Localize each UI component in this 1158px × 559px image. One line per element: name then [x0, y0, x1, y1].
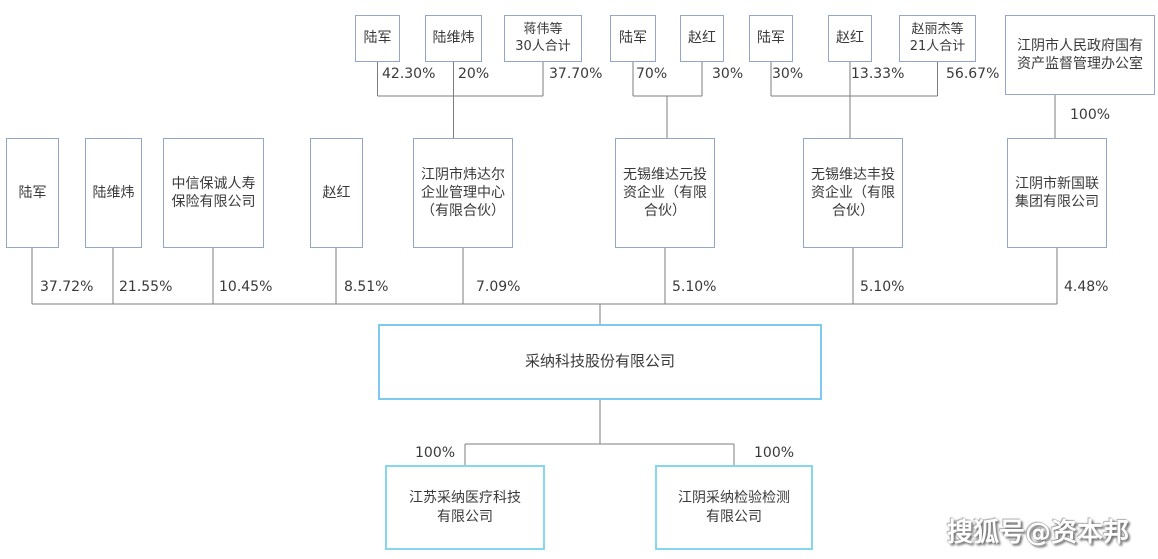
pct-r2-2: 21.55% — [119, 279, 173, 295]
pct-r2-3: 10.45% — [219, 279, 273, 295]
shareholder-label: 江阴市炜达尔 企业管理中心 （有限合伙） — [421, 166, 505, 220]
pct-r2-8: 4.48% — [1064, 279, 1109, 295]
shareholder-box-citic-prudential: 中信保诚人寿 保险有限公司 — [163, 138, 264, 248]
shareholder-box-lujun: 陆军 — [6, 138, 59, 248]
shareholder-box-zhaohong: 赵红 — [310, 138, 363, 248]
owner-label: 赵红 — [688, 30, 716, 47]
pct-r2-5: 7.09% — [476, 279, 521, 295]
owner-box-zhaolijie-group: 赵丽杰等 21人合计 — [899, 15, 976, 62]
shareholder-label: 中信保诚人寿 保险有限公司 — [171, 175, 256, 210]
pct-r2-4: 8.51% — [344, 279, 389, 295]
shareholder-box-xinguolian: 江阴市新国联 集团有限公司 — [1007, 138, 1107, 248]
shareholder-label: 陆维炜 — [92, 184, 135, 201]
pct-sub-1: 100% — [415, 445, 456, 461]
pct-r1-7: 13.33% — [851, 66, 905, 82]
pct-r1-1: 42.30% — [382, 66, 436, 82]
pct-r1-3: 37.70% — [549, 66, 603, 82]
pct-r1-4: 70% — [636, 66, 668, 82]
shareholder-label: 江阴市新国联 集团有限公司 — [1015, 175, 1099, 210]
pct-r2-7: 5.10% — [860, 279, 905, 295]
subsidiary-label: 江苏采纳医疗科技 有限公司 — [409, 490, 521, 525]
owner-box-jiangwei-group: 蒋伟等 30人合计 — [504, 15, 582, 62]
pct-r1-2: 20% — [458, 66, 490, 82]
shareholder-label: 无锡维达丰投 资企业（有限 合伙） — [811, 166, 895, 220]
shareholder-box-weidayuan: 无锡维达元投 资企业（有限 合伙） — [615, 138, 715, 248]
owner-label: 江阴市人民政府国有 资产监督管理办公室 — [1017, 37, 1143, 72]
watermark-sohu-capitalbang: 搜狐号@资本邦 — [947, 518, 1130, 548]
shareholder-label: 陆军 — [18, 184, 47, 201]
pct-r1-6: 30% — [772, 66, 804, 82]
company-box-caina-tech: 采纳科技股份有限公司 — [378, 324, 822, 400]
pct-r2-6: 5.10% — [672, 279, 717, 295]
owner-label: 蒋伟等 30人合计 — [515, 21, 571, 54]
company-name: 采纳科技股份有限公司 — [524, 352, 675, 371]
shareholder-box-weidaer-center: 江阴市炜达尔 企业管理中心 （有限合伙） — [413, 138, 513, 248]
shareholder-box-weidafeng: 无锡维达丰投 资企业（有限 合伙） — [803, 138, 903, 248]
owner-box-zhaohong-2: 赵红 — [828, 15, 872, 62]
owner-label: 赵红 — [836, 30, 864, 47]
pct-r2-1: 37.72% — [40, 279, 94, 295]
subsidiary-box-jiangyin-caina-testing: 江阴采纳检验检测 有限公司 — [655, 465, 813, 550]
pct-r1-5: 30% — [712, 66, 744, 82]
shareholder-label: 无锡维达元投 资企业（有限 合伙） — [623, 166, 707, 220]
owner-label: 陆军 — [757, 30, 785, 47]
owner-label: 陆军 — [619, 30, 647, 47]
owner-box-jiangyin-sasac: 江阴市人民政府国有 资产监督管理办公室 — [1005, 15, 1155, 95]
owner-label: 赵丽杰等 21人合计 — [909, 21, 966, 54]
owner-box-zhaohong-1: 赵红 — [680, 15, 724, 62]
owner-label: 陆军 — [363, 30, 392, 47]
shareholder-box-luweiwei: 陆维炜 — [85, 138, 142, 248]
owner-box-lujun-2: 陆军 — [610, 15, 656, 62]
owner-box-luweiwei-1: 陆维炜 — [425, 15, 482, 62]
pct-r1-8: 56.67% — [946, 66, 1000, 82]
owner-box-lujun-3: 陆军 — [749, 15, 793, 62]
shareholder-label: 赵红 — [322, 184, 351, 201]
pct-r1-9: 100% — [1070, 107, 1111, 123]
subsidiary-label: 江阴采纳检验检测 有限公司 — [678, 490, 790, 525]
subsidiary-box-jiangsu-caina-medical: 江苏采纳医疗科技 有限公司 — [385, 465, 545, 550]
owner-label: 陆维炜 — [432, 30, 475, 47]
owner-box-lujun-1: 陆军 — [355, 15, 400, 62]
pct-sub-2: 100% — [754, 445, 795, 461]
